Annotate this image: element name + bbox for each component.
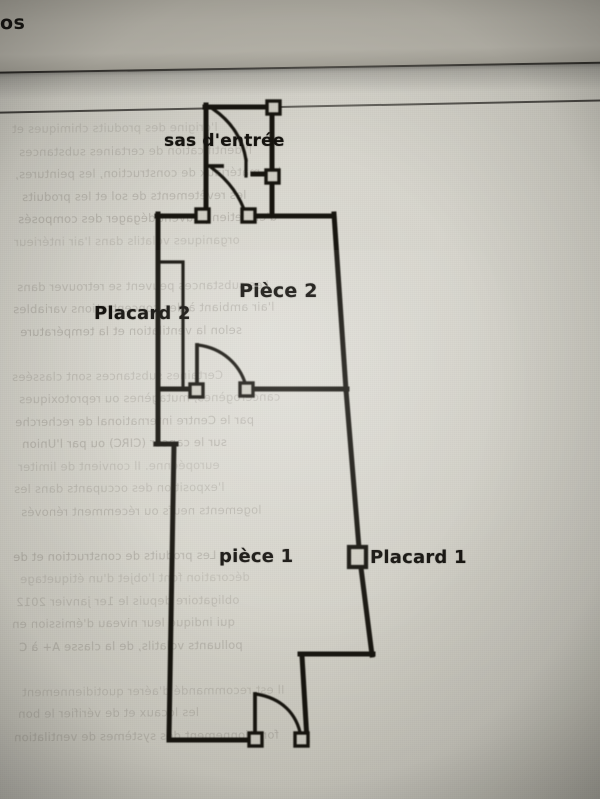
wall-left-lower <box>166 441 177 740</box>
wall-right-upper <box>331 211 349 393</box>
room-label-piece-1: pièce 1 <box>219 546 294 567</box>
opening-markers <box>188 99 369 748</box>
wall-bottom-step-vertical <box>299 653 310 743</box>
opening-placard2-left-marker <box>188 382 205 399</box>
closet-placard-2-outline <box>158 260 185 390</box>
wall-right-middle <box>343 387 363 563</box>
opening-sas-right-marker <box>264 168 281 185</box>
door-arc-bottom <box>254 692 303 739</box>
opening-piece2-b-marker <box>240 207 257 224</box>
opening-placard2-right-marker <box>238 381 255 398</box>
wall-right-lower <box>357 557 375 658</box>
room-label-placard-1: Placard 1 <box>370 547 467 568</box>
room-label-placard-2: Placard 2 <box>94 303 191 324</box>
opening-piece2-a-marker <box>194 207 211 224</box>
room-label-piece-2: Pièce 2 <box>239 280 318 302</box>
door-arc-placard-2 <box>196 343 248 388</box>
door-arc-entrance-top <box>210 106 248 162</box>
opening-top-right-marker <box>265 99 282 116</box>
opening-placard1-marker <box>346 544 369 570</box>
room-label-sas-entree: sas d'entrée <box>164 131 285 151</box>
opening-bottom-left-marker <box>247 731 264 748</box>
opening-bottom-right-marker <box>293 731 310 748</box>
